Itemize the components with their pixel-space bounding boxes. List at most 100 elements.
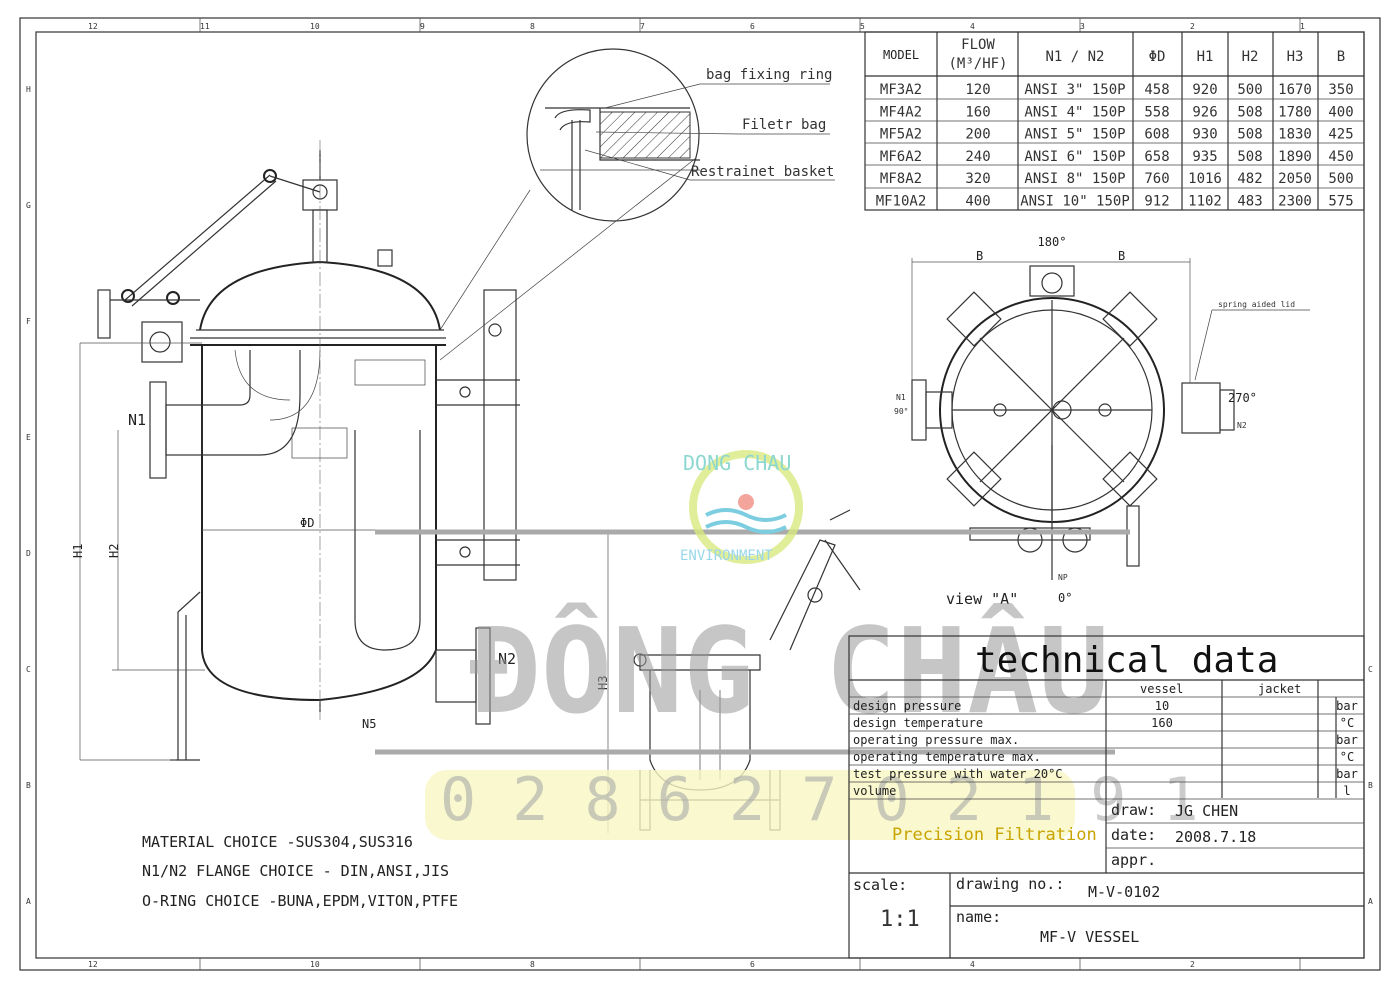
spec-header-h1: H1 [1197, 49, 1214, 65]
label-n2: N2 [498, 650, 516, 668]
spec-cell: 2300 [1278, 194, 1312, 210]
tech-row-label: test pressure with water 20°C [853, 767, 1063, 781]
draw-value: JG CHEN [1175, 802, 1238, 820]
label-0: 0° [1058, 591, 1072, 605]
spec-cell: ANSI 3" 150P [1024, 82, 1125, 98]
spec-header-nozzles: N1 / N2 [1045, 49, 1104, 65]
spec-cell: 400 [965, 194, 990, 210]
frame-col-label: 12 [88, 960, 98, 969]
frame-row-label: D [26, 549, 31, 558]
spec-cell: MF6A2 [880, 149, 922, 165]
spec-cell: 400 [1328, 104, 1353, 120]
frame-col-label: 3 [1080, 22, 1085, 31]
frame-row-label: A [1368, 897, 1373, 906]
spec-cell: ANSI 8" 150P [1024, 171, 1125, 187]
spec-cell: 425 [1328, 127, 1353, 143]
label-b-right: B [1118, 249, 1125, 263]
spec-cell: 1102 [1188, 194, 1222, 210]
frame-col-label: 1 [1300, 22, 1305, 31]
watermark-name: ĐÔNG CHÂU [470, 602, 1109, 740]
frame-row-label: E [26, 433, 31, 442]
drawing-no-label: drawing no.: [956, 875, 1064, 893]
label-270: 270° [1228, 391, 1257, 405]
frame-col-label: 10 [310, 22, 320, 31]
label-np: NP [1058, 573, 1068, 582]
spec-cell: 2050 [1278, 171, 1312, 187]
tech-row-unit: bar [1336, 767, 1358, 781]
frame-row-label: F [26, 317, 31, 326]
date-label: date: [1111, 826, 1156, 844]
spec-cell: MF8A2 [880, 171, 922, 187]
spec-cell: ANSI 10" 150P [1020, 194, 1130, 210]
frame-col-label: 9 [420, 22, 425, 31]
spec-cell: 508 [1237, 104, 1262, 120]
label-view-a: view "A" [946, 590, 1018, 608]
detail-label-basket: Restrainet basket [691, 164, 834, 180]
frame-col-label: 4 [970, 22, 975, 31]
spec-table: MODEL FLOW (M³/HF) N1 / N2 ΦD H1 H2 H3 B… [864, 31, 1365, 211]
tech-col-jacket: jacket [1258, 682, 1301, 696]
logo-bottom-text: ENVIRONMENT [680, 548, 773, 564]
note-material: MATERIAL CHOICE -SUS304,SUS316 [142, 833, 413, 851]
frame-col-label: 4 [970, 960, 975, 969]
label-n5: N5 [362, 717, 376, 731]
spec-header-flow: FLOW [961, 37, 995, 53]
spec-cell: 935 [1192, 149, 1217, 165]
spec-cell: 575 [1328, 194, 1353, 210]
label-180: 180° [1038, 235, 1067, 249]
spec-cell: 608 [1144, 127, 1169, 143]
tech-row-label: operating pressure max. [853, 733, 1019, 747]
tech-row-unit: bar [1336, 733, 1358, 747]
tech-row-unit: l [1343, 784, 1350, 798]
label-h3: H3 [596, 676, 610, 690]
scale-label: scale: [853, 876, 907, 894]
appr-label: appr. [1111, 851, 1156, 869]
spec-cell: 926 [1192, 104, 1217, 120]
spec-cell: MF4A2 [880, 104, 922, 120]
tech-row-vessel: 160 [1151, 716, 1173, 730]
label-top-n1: N1 [896, 393, 906, 402]
drawing-frame: 12 11 10 9 8 7 6 5 4 3 2 1 12 10 8 6 4 2… [19, 17, 1381, 971]
spec-cell: MF3A2 [880, 82, 922, 98]
logo-top-text: DONG CHAU [683, 451, 791, 475]
frame-col-label: 10 [310, 960, 320, 969]
note-flange: N1/N2 FLANGE CHOICE - DIN,ANSI,JIS [142, 862, 449, 880]
tech-row-vessel: 10 [1155, 699, 1169, 713]
frame-row-label: C [26, 665, 31, 674]
name-label: name: [956, 908, 1001, 926]
spec-cell: 508 [1237, 127, 1262, 143]
spec-cell: 482 [1237, 171, 1262, 187]
spec-cell: 458 [1144, 82, 1169, 98]
spec-cell: 1830 [1278, 127, 1312, 143]
spec-cell: 500 [1328, 171, 1353, 187]
spec-cell: ANSI 6" 150P [1024, 149, 1125, 165]
spec-cell: 920 [1192, 82, 1217, 98]
tech-row-label: operating temperature max. [853, 750, 1041, 764]
material-notes: MATERIAL CHOICE -SUS304,SUS316 N1/N2 FLA… [142, 833, 458, 910]
frame-col-label: 2 [1190, 22, 1195, 31]
spec-cell: 240 [965, 149, 990, 165]
watermark-phone: 0 2 8 6 2 7 0 2 1 9 1 [440, 765, 1199, 835]
tech-row-unit: bar [1336, 699, 1358, 713]
tagline: Precision Filtration [892, 825, 1097, 845]
spec-header-b: B [1337, 49, 1345, 65]
frame-col-label: 12 [88, 22, 98, 31]
tech-row-label: design pressure [853, 699, 961, 713]
frame-col-label: 5 [860, 22, 865, 31]
spec-cell: MF5A2 [880, 127, 922, 143]
spec-cell: 558 [1144, 104, 1169, 120]
spec-cell: 1890 [1278, 149, 1312, 165]
watermark: DONG CHAU ENVIRONMENT ĐÔNG CHÂU 0 2 8 6 … [375, 450, 1199, 840]
frame-col-label: 11 [200, 22, 210, 31]
spec-cell: 1670 [1278, 82, 1312, 98]
spec-header-h2: H2 [1242, 49, 1259, 65]
top-view: 180° B B spring aided lid 270° N2 N1 90°… [894, 235, 1310, 608]
spec-header-h3: H3 [1287, 49, 1304, 65]
draw-label: draw: [1111, 801, 1156, 819]
frame-col-label: 2 [1190, 960, 1195, 969]
scale-value: 1:1 [880, 907, 920, 932]
spec-cell: 160 [965, 104, 990, 120]
spec-cell: ANSI 5" 150P [1024, 127, 1125, 143]
